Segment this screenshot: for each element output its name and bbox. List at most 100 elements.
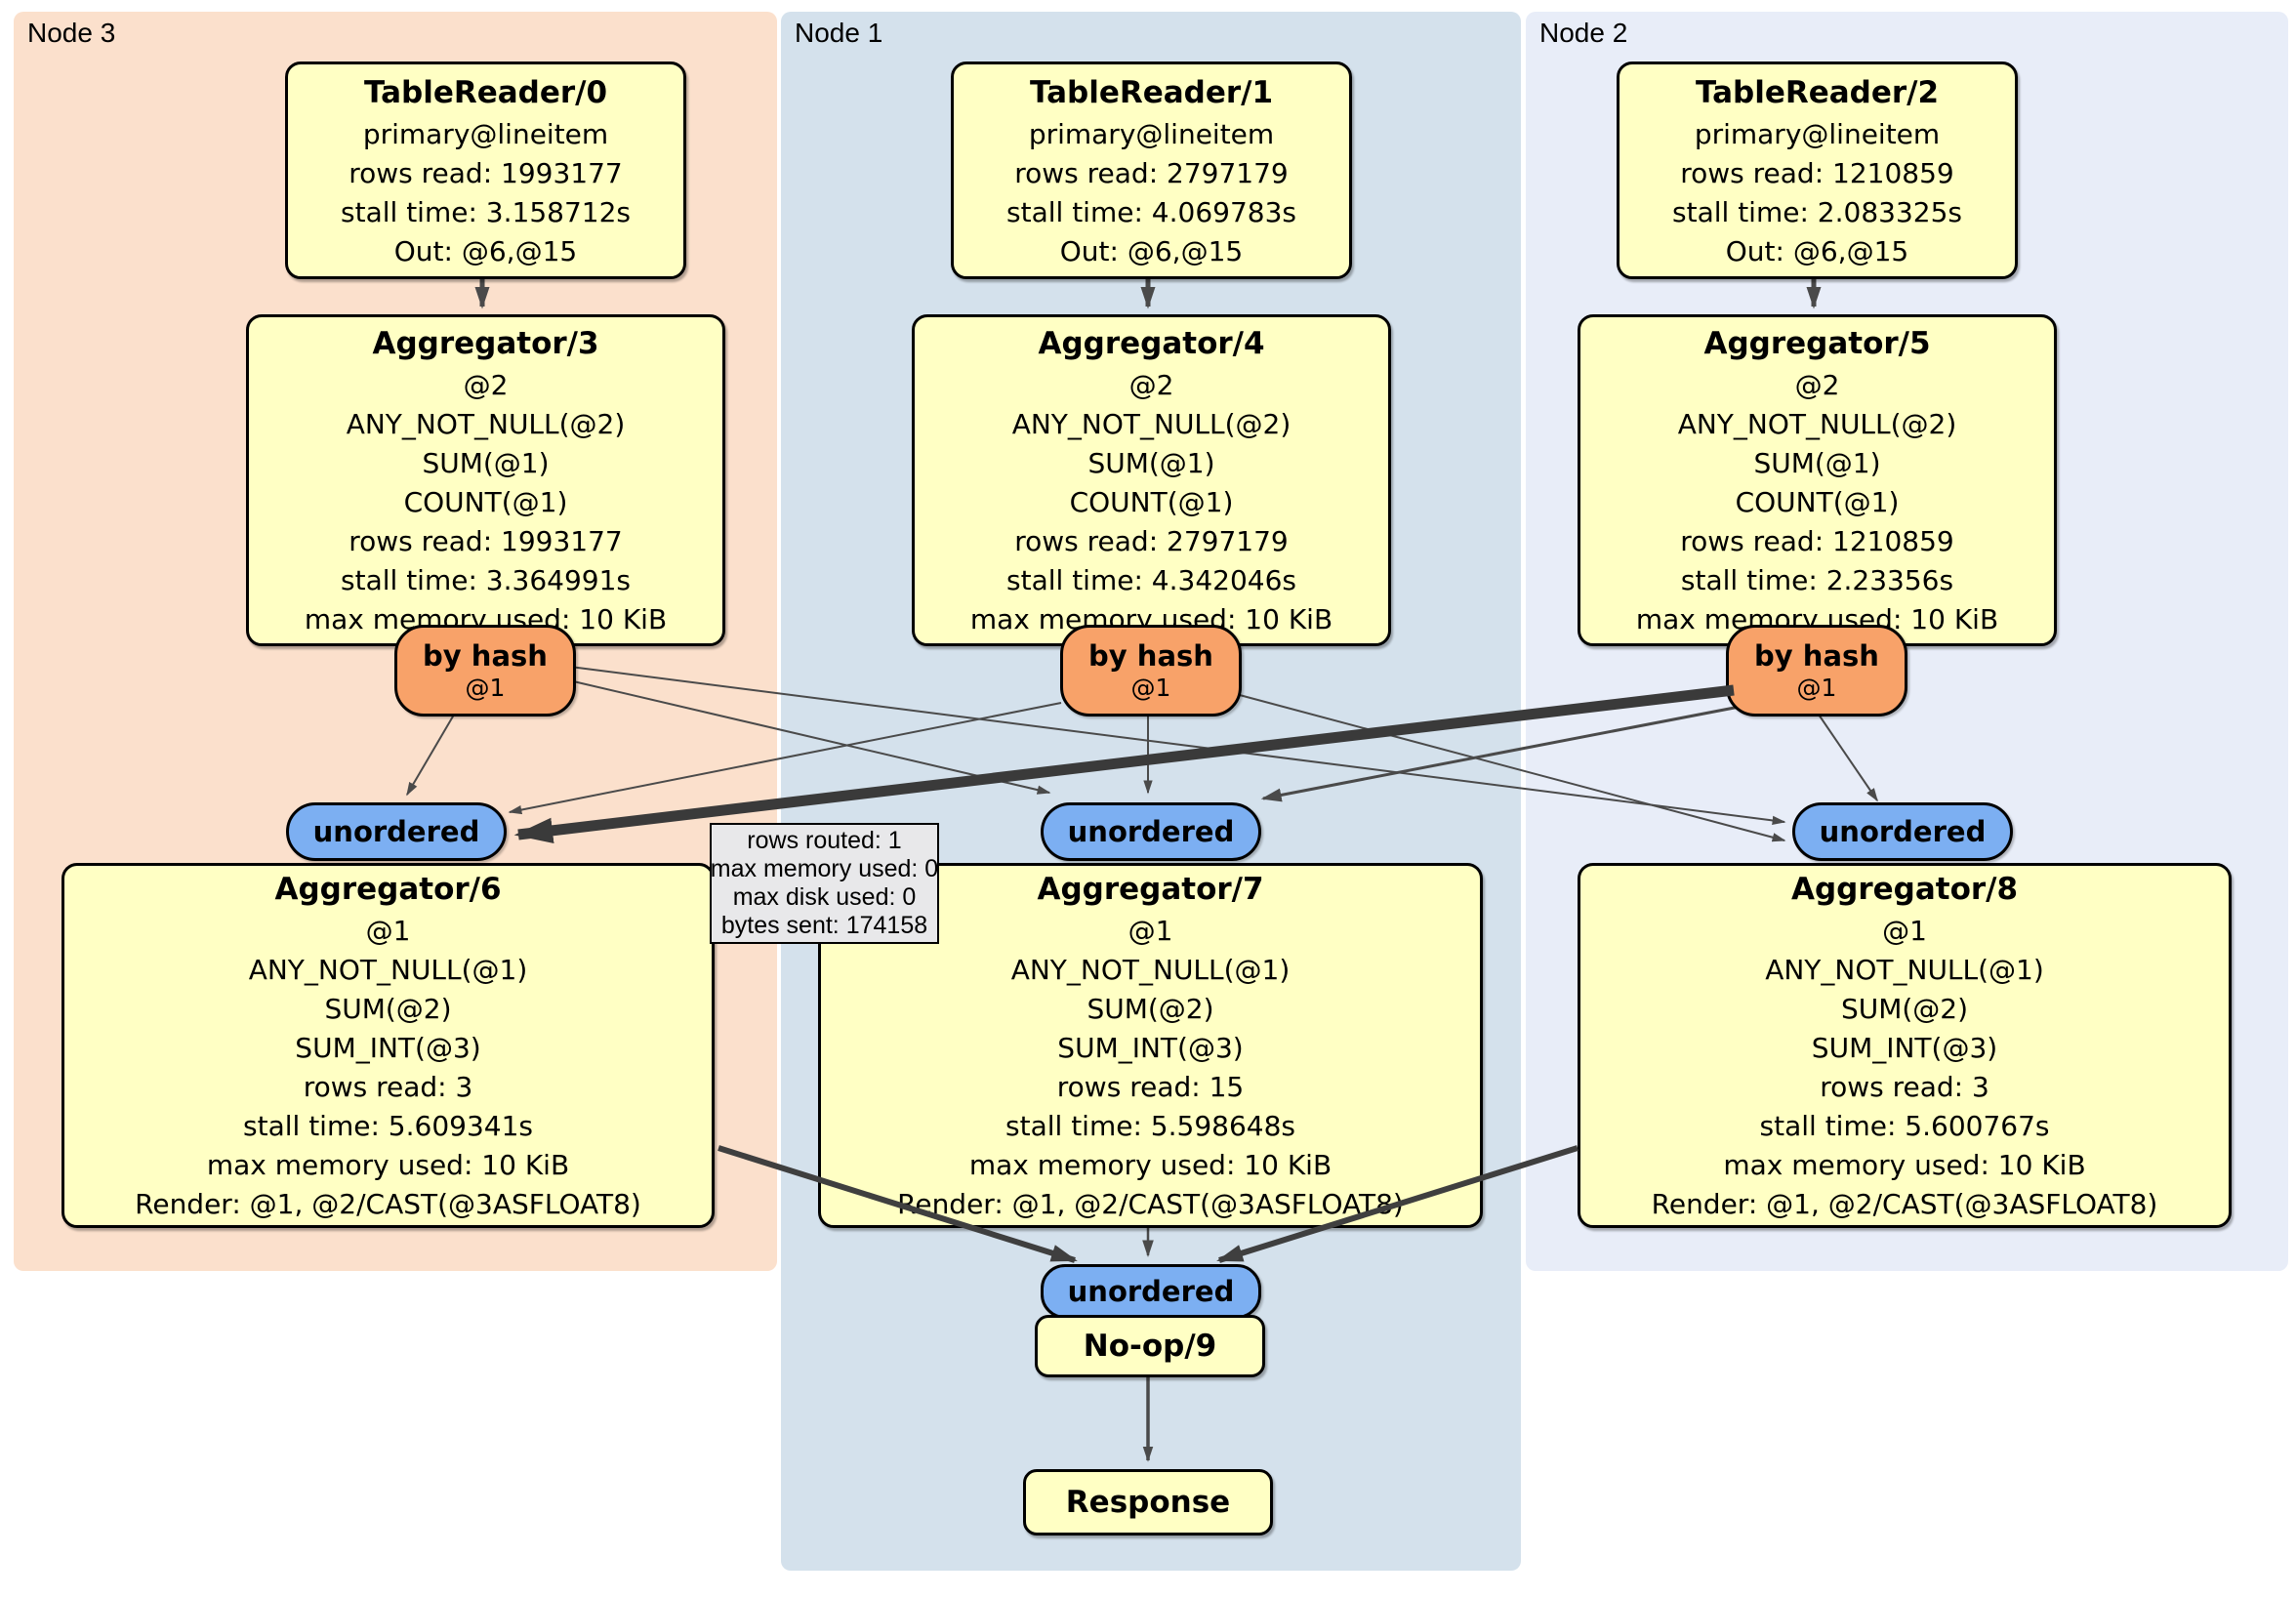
processor-response[interactable]: Response — [1023, 1469, 1273, 1536]
processor-detail: COUNT(@1) — [1735, 486, 1900, 518]
processor-detail: ANY_NOT_NULL(@2) — [346, 408, 626, 440]
processor-aggregator-3[interactable]: Aggregator/3 @2 ANY_NOT_NULL(@2) SUM(@1)… — [246, 314, 725, 646]
processor-tablereader-1[interactable]: TableReader/1 primary@lineitem rows read… — [951, 61, 1352, 279]
processor-detail: SUM_INT(@3) — [1811, 1032, 1998, 1064]
processor-detail: SUM_INT(@3) — [1057, 1032, 1244, 1064]
processor-detail: @1 — [365, 915, 411, 947]
processor-detail: ANY_NOT_NULL(@2) — [1011, 408, 1292, 440]
region-label-node1: Node 1 — [795, 18, 883, 48]
processor-detail: COUNT(@1) — [1069, 486, 1234, 518]
stream-unordered-node3[interactable]: unordered — [286, 802, 507, 861]
tooltip-line: max disk used: 0 — [732, 883, 917, 911]
stream-label: unordered — [1067, 1275, 1235, 1308]
processor-detail: stall time: 5.609341s — [243, 1110, 533, 1142]
processor-title: Aggregator/7 — [1037, 872, 1264, 907]
processor-detail: stall time: 5.598648s — [1005, 1110, 1295, 1142]
edge-hash1-unordered3 — [508, 702, 1062, 815]
processor-title: TableReader/1 — [1029, 74, 1274, 110]
processor-tablereader-2[interactable]: TableReader/2 primary@lineitem rows read… — [1617, 61, 2018, 279]
edge-hash3-unordered3 — [406, 709, 458, 797]
processor-detail: stall time: 4.342046s — [1006, 564, 1296, 596]
processor-detail: rows read: 2797179 — [1014, 525, 1289, 557]
router-label: by hash — [423, 639, 548, 673]
processor-detail: stall time: 3.364991s — [341, 564, 631, 596]
router-by-hash-node2[interactable]: by hash @1 — [1726, 625, 1907, 717]
tooltip-line: rows routed: 1 — [747, 827, 902, 854]
processor-detail: SUM(@2) — [324, 993, 452, 1025]
processor-detail: max memory used: 10 KiB — [206, 1149, 570, 1181]
processor-detail: rows read: 3 — [1820, 1071, 1989, 1103]
stream-unordered-node2[interactable]: unordered — [1792, 802, 2013, 861]
processor-tablereader-0[interactable]: TableReader/0 primary@lineitem rows read… — [285, 61, 686, 279]
stream-unordered-final[interactable]: unordered — [1041, 1264, 1261, 1319]
processor-detail: COUNT(@1) — [403, 486, 568, 518]
processor-detail: Out: @6,@15 — [1059, 234, 1244, 267]
processor-detail: max memory used: 10 KiB — [1723, 1149, 2086, 1181]
processor-detail: primary@lineitem — [362, 117, 609, 150]
edge-hash3-unordered1 — [568, 679, 1051, 795]
processor-detail: SUM(@1) — [422, 447, 550, 479]
processor-detail: primary@lineitem — [1028, 117, 1275, 150]
processor-title: Aggregator/8 — [1790, 872, 2019, 907]
processor-aggregator-6[interactable]: Aggregator/6 @1 ANY_NOT_NULL(@1) SUM(@2)… — [62, 863, 715, 1228]
processor-title: Aggregator/6 — [274, 872, 502, 907]
processor-detail: SUM_INT(@3) — [295, 1032, 481, 1064]
processor-detail: ANY_NOT_NULL(@1) — [1010, 954, 1291, 986]
stream-unordered-node1[interactable]: unordered — [1041, 802, 1261, 861]
edge-hash2-unordered2 — [1816, 711, 1878, 802]
processor-detail: SUM(@2) — [1840, 993, 1969, 1025]
processor-detail: rows read: 1993177 — [348, 525, 623, 557]
processor-aggregator-8[interactable]: Aggregator/8 @1 ANY_NOT_NULL(@1) SUM(@2)… — [1578, 863, 2232, 1228]
processor-title: TableReader/2 — [1695, 74, 1940, 110]
region-label-node2: Node 2 — [1539, 18, 1628, 48]
router-label: by hash — [1088, 639, 1213, 673]
processor-detail: rows read: 1210859 — [1680, 525, 1954, 557]
router-column: @1 — [1796, 674, 1837, 702]
stream-stats-tooltip: rows routed: 1 max memory used: 0 max di… — [710, 823, 939, 944]
processor-detail: SUM(@2) — [1086, 993, 1214, 1025]
processor-detail: Out: @6,@15 — [393, 234, 578, 267]
processor-aggregator-4[interactable]: Aggregator/4 @2 ANY_NOT_NULL(@2) SUM(@1)… — [912, 314, 1391, 646]
processor-detail: rows read: 1993177 — [348, 156, 623, 189]
processor-detail: @2 — [1794, 369, 1840, 401]
edge-hash3-unordered2 — [569, 666, 1786, 826]
processor-aggregator-5[interactable]: Aggregator/5 @2 ANY_NOT_NULL(@2) SUM(@1)… — [1578, 314, 2057, 646]
processor-detail: SUM(@1) — [1087, 447, 1215, 479]
processor-detail: rows read: 3 — [303, 1071, 473, 1103]
processor-title: No-op/9 — [1083, 1329, 1217, 1364]
processor-detail: ANY_NOT_NULL(@2) — [1677, 408, 1957, 440]
processor-detail: stall time: 5.600767s — [1759, 1110, 2050, 1142]
edge-agg6-unordered-final — [718, 1145, 1078, 1263]
edge-agg8-unordered-final — [1216, 1145, 1578, 1263]
router-label: by hash — [1754, 639, 1879, 673]
processor-detail: stall time: 4.069783s — [1006, 195, 1296, 228]
router-by-hash-node1[interactable]: by hash @1 — [1060, 625, 1242, 717]
processor-noop-9[interactable]: No-op/9 — [1035, 1315, 1265, 1377]
processor-detail: primary@lineitem — [1694, 117, 1941, 150]
processor-detail: stall time: 2.23356s — [1680, 564, 1954, 596]
processor-detail: Render: @1, @2/CAST(@3ASFLOAT8) — [1651, 1188, 2158, 1220]
processor-detail: ANY_NOT_NULL(@1) — [1765, 954, 2044, 986]
processor-detail: Out: @6,@15 — [1725, 234, 1909, 267]
processor-title: Aggregator/5 — [1703, 326, 1931, 361]
tooltip-line: bytes sent: 174158 — [720, 912, 928, 939]
processor-detail: @1 — [1128, 915, 1173, 947]
edge-hash2-unordered1 — [1260, 704, 1745, 802]
processor-detail: SUM(@1) — [1753, 447, 1881, 479]
processor-detail: ANY_NOT_NULL(@1) — [248, 954, 528, 986]
router-by-hash-node3[interactable]: by hash @1 — [394, 625, 576, 717]
processor-detail: rows read: 1210859 — [1680, 156, 1954, 189]
processor-detail: @2 — [463, 369, 509, 401]
stream-label: unordered — [312, 815, 480, 848]
stream-label: unordered — [1067, 815, 1235, 848]
processor-detail: max memory used: 10 KiB — [968, 1149, 1332, 1181]
processor-detail: Render: @1, @2/CAST(@3ASFLOAT8) — [897, 1188, 1404, 1220]
processor-title: Response — [1065, 1485, 1231, 1520]
processor-aggregator-7[interactable]: Aggregator/7 @1 ANY_NOT_NULL(@1) SUM(@2)… — [818, 863, 1483, 1228]
processor-detail: @1 — [1882, 915, 1927, 947]
processor-title: TableReader/0 — [363, 74, 608, 110]
processor-detail: stall time: 3.158712s — [341, 195, 631, 228]
processor-detail: stall time: 2.083325s — [1672, 195, 1962, 228]
